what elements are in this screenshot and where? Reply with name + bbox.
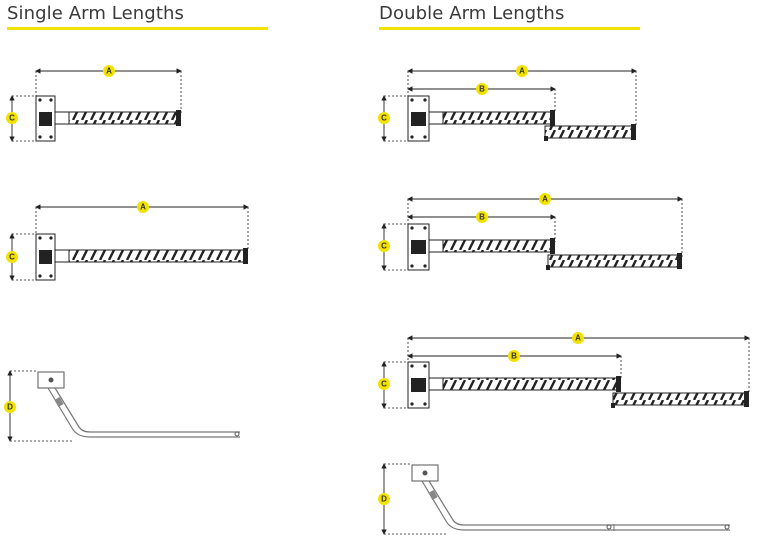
dimension-b-label: B xyxy=(511,352,517,361)
dimension-c-label: C xyxy=(381,114,387,123)
dimension-c-label: C xyxy=(381,242,387,251)
dimension-c-marker xyxy=(6,251,18,263)
dimension-b-marker xyxy=(508,350,520,362)
dimension-b-label: B xyxy=(479,85,485,94)
dimension-b-marker xyxy=(476,83,488,95)
dimension-c-marker xyxy=(378,378,390,390)
double-arm-heading: Double Arm Lengths xyxy=(379,3,565,24)
double-arm-short: A B C xyxy=(378,65,637,142)
dimension-a-label: A xyxy=(106,67,112,76)
single-arm-curved: D xyxy=(4,370,240,442)
dimension-d-label: D xyxy=(7,403,13,412)
dimension-a-label: A xyxy=(575,334,581,343)
dimension-a-marker xyxy=(539,193,551,205)
dimension-c-label: C xyxy=(9,114,15,123)
single-arm-underline xyxy=(7,27,268,30)
double-arm-underline xyxy=(379,27,640,30)
dimension-c-marker xyxy=(6,112,18,124)
dimension-c-label: C xyxy=(9,253,15,262)
dimension-b-marker xyxy=(476,211,488,223)
dimension-a-marker xyxy=(572,332,584,344)
single-arm-short: A C xyxy=(6,65,182,142)
double-arm-long: A B C xyxy=(378,332,750,409)
dimension-a-marker xyxy=(103,65,115,77)
dimension-c-label: C xyxy=(381,380,387,389)
dimension-a-marker xyxy=(137,201,149,213)
dimension-c-marker xyxy=(378,240,390,252)
dimension-d-label: D xyxy=(381,495,387,504)
dimension-b-label: B xyxy=(479,213,485,222)
double-arm-medium: A B C xyxy=(378,193,683,271)
dimension-a-marker xyxy=(516,65,528,77)
dimension-c-marker xyxy=(378,112,390,124)
single-arm-long: A C xyxy=(6,201,249,281)
double-arm-curved: D xyxy=(378,463,730,535)
dimension-a-label: A xyxy=(140,203,146,212)
dimension-a-label: A xyxy=(542,195,548,204)
dimension-d-marker xyxy=(378,493,390,505)
single-arm-heading: Single Arm Lengths xyxy=(7,3,184,24)
dimension-a-label: A xyxy=(519,67,525,76)
dimension-d-marker xyxy=(4,401,16,413)
